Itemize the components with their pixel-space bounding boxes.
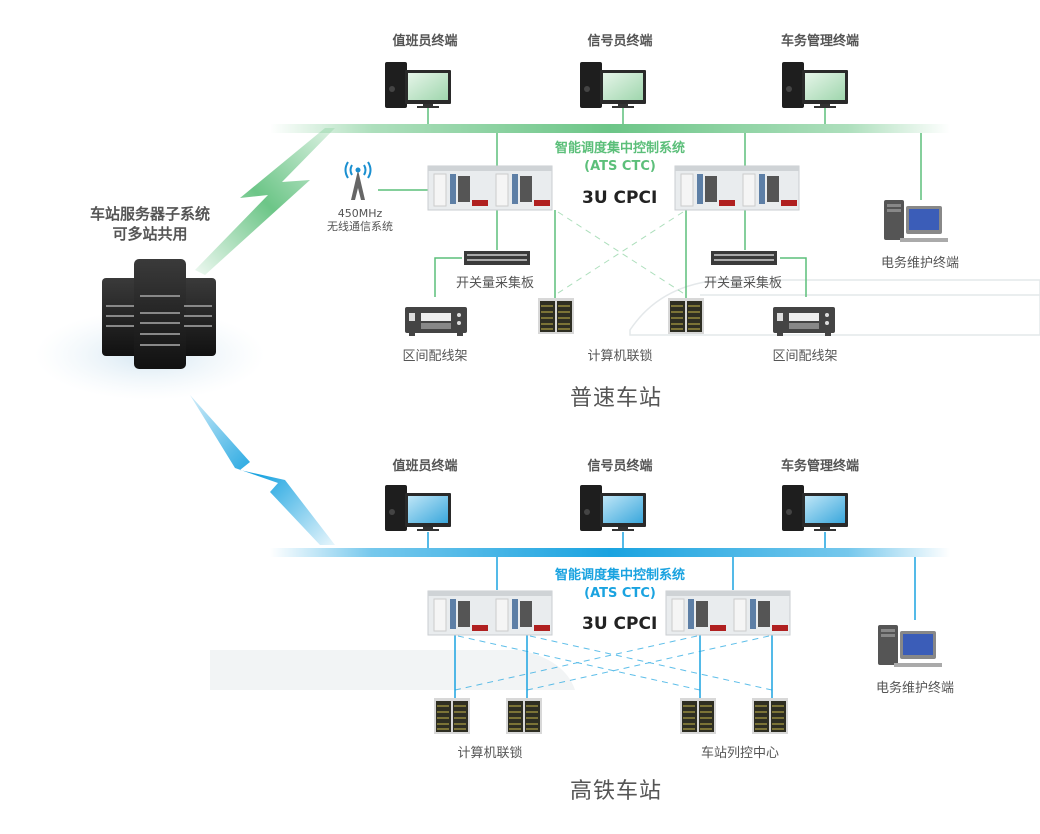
- normal-system-title-line1: 智能调度集中控制系统: [554, 141, 685, 156]
- green-network-bus: [270, 124, 950, 133]
- hs-hardware-label: 3U CPCI: [582, 614, 658, 634]
- green-link-bolt: [195, 128, 335, 275]
- hs-maintenance-terminal-icon: [878, 625, 942, 667]
- hs-signalman-terminal-icon: [580, 485, 646, 531]
- radio-frequency-label: 450MHz: [337, 207, 383, 220]
- hs-signalman-terminal-label: 信号员终端: [587, 459, 653, 474]
- maintenance-terminal-icon: [884, 200, 948, 242]
- signalman-terminal-icon: [580, 62, 646, 108]
- hs-system-title-line1: 智能调度集中控制系统: [554, 568, 685, 583]
- high-speed-station-title: 高铁车站: [570, 779, 663, 804]
- blue-network-bus: [270, 548, 950, 557]
- hs-duty-officer-terminal-label: 值班员终端: [392, 459, 458, 474]
- hs-train-control-unit-1-icon: [679, 697, 717, 735]
- normal-system-title: 智能调度集中控制系统 (ATS CTC): [520, 140, 720, 176]
- duty-officer-terminal-label: 值班员终端: [392, 34, 458, 49]
- hs-system-title: 智能调度集中控制系统 (ATS CTC): [520, 567, 720, 603]
- normal-hardware-label: 3U CPCI: [582, 188, 658, 208]
- radio-tower-icon: [344, 161, 372, 200]
- interlock-unit-right-icon: [667, 297, 705, 335]
- interlock-label: 计算机联锁: [587, 349, 653, 364]
- hs-train-control-center-label: 车站列控中心: [700, 746, 779, 761]
- server-label-line1: 车站服务器子系统: [89, 205, 210, 223]
- radio-system-label: 450MHz 无线通信系统: [320, 207, 400, 233]
- interlock-unit-left-icon: [537, 297, 575, 335]
- io-board-left-icon: [464, 251, 530, 265]
- io-board-left-label: 开关量采集板: [455, 276, 534, 291]
- high-speed-train-background: [210, 650, 575, 690]
- wiring-rack-left-label: 区间配线架: [402, 349, 468, 364]
- signalman-terminal-label: 信号员终端: [587, 34, 653, 49]
- io-board-right-label: 开关量采集板: [703, 276, 782, 291]
- traffic-management-terminal-icon: [782, 62, 848, 108]
- server-label-line2: 可多站共用: [112, 225, 188, 243]
- hs-interlock-unit-2-icon: [505, 697, 543, 735]
- maintenance-terminal-label: 电务维护终端: [880, 256, 959, 271]
- green-connection-lines: [378, 108, 922, 300]
- server-subsystem-label: 车站服务器子系统 可多站共用: [70, 204, 230, 244]
- hs-duty-officer-terminal-icon: [385, 485, 451, 531]
- io-board-right-icon: [711, 251, 777, 265]
- wiring-rack-right-icon: [773, 307, 835, 336]
- wiring-rack-left-icon: [405, 307, 467, 336]
- normal-station-title: 普速车站: [570, 386, 663, 411]
- radio-system-name-label: 无线通信系统: [327, 220, 393, 233]
- hs-system-title-line2: (ATS CTC): [584, 586, 656, 601]
- normal-system-title-line2: (ATS CTC): [584, 159, 656, 174]
- hs-train-control-unit-2-icon: [751, 697, 789, 735]
- train-outline-background: [629, 279, 1040, 336]
- wiring-rack-right-label: 区间配线架: [772, 349, 838, 364]
- hs-traffic-management-terminal-label: 车务管理终端: [780, 459, 859, 474]
- blue-link-bolt: [190, 395, 335, 545]
- hs-traffic-management-terminal-icon: [782, 485, 848, 531]
- hs-maintenance-terminal-label: 电务维护终端: [875, 681, 954, 696]
- server-cluster-icon: [102, 259, 216, 369]
- hs-interlock-label: 计算机联锁: [457, 746, 523, 761]
- blue-connection-lines: [427, 532, 916, 698]
- duty-officer-terminal-icon: [385, 62, 451, 108]
- traffic-management-terminal-label: 车务管理终端: [780, 34, 859, 49]
- hs-interlock-unit-1-icon: [433, 697, 471, 735]
